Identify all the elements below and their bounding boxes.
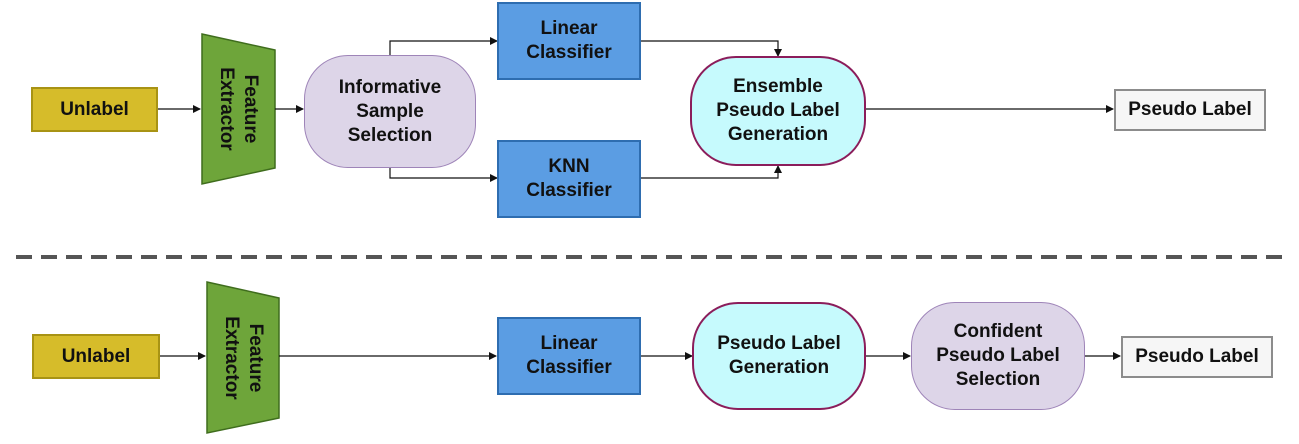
feature-extractor-shape-bottom xyxy=(206,281,280,434)
arrow-linear-to-ensemble xyxy=(641,40,782,57)
feature-extractor-label-bottom: Feature Extractor xyxy=(221,316,266,400)
pseudo-label-generation-label: Pseudo Label Generation xyxy=(717,333,841,378)
knn-classifier-box: KNN Classifier xyxy=(497,140,641,218)
linear-classifier-label-bottom: Linear Classifier xyxy=(526,333,612,378)
pseudo-label-output-label-bottom: Pseudo Label xyxy=(1135,346,1259,367)
linear-classifier-label-top: Linear Classifier xyxy=(526,18,612,63)
ensemble-pseudo-label-node: Ensemble Pseudo Label Generation xyxy=(690,56,866,166)
feature-extractor-label-top: Feature Extractor xyxy=(216,67,261,151)
arrow-selection-to-linear xyxy=(389,37,498,55)
confident-pseudo-label-selection-label: Confident Pseudo Label Selection xyxy=(936,321,1060,390)
linear-classifier-box-top: Linear Classifier xyxy=(497,2,641,80)
pseudo-label-output-bottom: Pseudo Label xyxy=(1121,336,1273,378)
unlabel-label-bottom: Unlabel xyxy=(61,345,131,367)
informative-sample-selection-label: Informative Sample Selection xyxy=(338,76,442,146)
unlabel-label-top: Unlabel xyxy=(60,98,129,120)
arrow-knn-to-ensemble xyxy=(641,165,782,179)
top-arrows xyxy=(158,37,1114,182)
unlabel-box-top: Unlabel xyxy=(31,87,158,132)
pseudo-label-output-label-top: Pseudo Label xyxy=(1128,99,1252,120)
arrow-selection-to-knn xyxy=(389,168,498,182)
confident-pseudo-label-selection-node: Confident Pseudo Label Selection xyxy=(911,302,1085,410)
knn-classifier-label: KNN Classifier xyxy=(526,156,612,201)
feature-extractor-shape-top xyxy=(201,33,276,185)
pseudo-label-output-top: Pseudo Label xyxy=(1114,89,1266,131)
ensemble-pseudo-label-label: Ensemble Pseudo Label Generation xyxy=(716,76,840,145)
unlabel-box-bottom: Unlabel xyxy=(32,334,160,379)
pseudo-label-generation-node: Pseudo Label Generation xyxy=(692,302,866,410)
informative-sample-selection-node: Informative Sample Selection xyxy=(304,55,476,168)
linear-classifier-box-bottom: Linear Classifier xyxy=(497,317,641,395)
